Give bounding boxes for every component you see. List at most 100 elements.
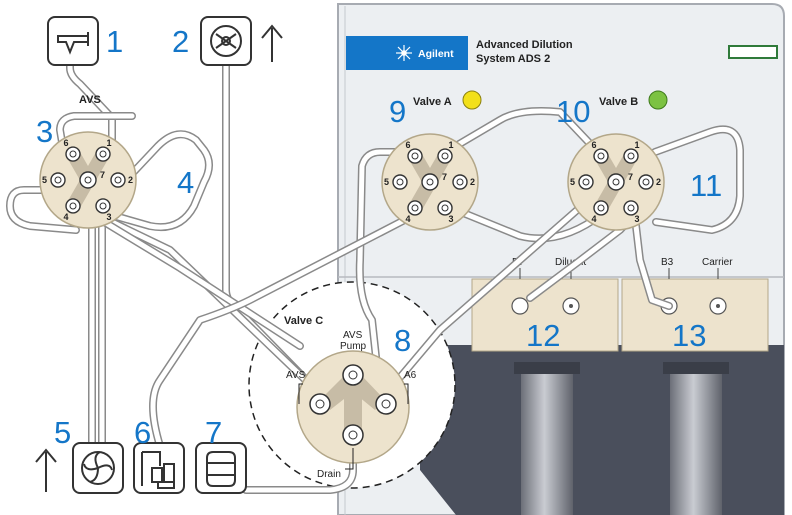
syringe-rod-left bbox=[521, 368, 573, 515]
valve-a-port bbox=[437, 200, 453, 216]
valve-b-port-hole bbox=[627, 204, 635, 212]
avs-valve-port-label: 1 bbox=[107, 138, 112, 148]
avs-valve-port bbox=[95, 146, 111, 162]
avs-valve-port bbox=[79, 171, 97, 189]
valve-b-port bbox=[593, 200, 609, 216]
valve-b-port bbox=[607, 173, 625, 191]
valve-a-port bbox=[392, 174, 408, 190]
avs-valve-port-label: 6 bbox=[64, 138, 69, 148]
tube bbox=[7, 187, 79, 233]
avs-valve-port-hole bbox=[99, 150, 107, 158]
valve-b-port-label: 2 bbox=[656, 177, 661, 187]
valve-b-port-hole bbox=[612, 178, 620, 186]
tube bbox=[357, 149, 410, 397]
container-icon bbox=[195, 442, 247, 494]
callout-10: 10 bbox=[556, 94, 590, 129]
pump-right-label-b3: B3 bbox=[661, 257, 674, 268]
status-indicator bbox=[728, 45, 778, 59]
avs-valve-port-label: 4 bbox=[64, 212, 69, 222]
syringe-rod-right bbox=[670, 368, 722, 515]
valve-a-port-label: 1 bbox=[449, 140, 454, 150]
callout-3: 3 bbox=[36, 114, 53, 149]
avs-valve-port-hole bbox=[99, 202, 107, 210]
tube bbox=[75, 203, 303, 349]
callout-5: 5 bbox=[54, 415, 71, 450]
instrument-title-line1: Advanced Dilution bbox=[476, 39, 573, 51]
valve-b-port-label: 3 bbox=[635, 214, 640, 224]
brand-name: Agilent bbox=[418, 48, 454, 60]
valve-a-port bbox=[452, 174, 468, 190]
valve-b-title: Valve B bbox=[599, 96, 638, 108]
nebulizer-icon bbox=[200, 16, 252, 66]
valve-a-port bbox=[407, 200, 423, 216]
valve-b-port-hole bbox=[627, 152, 635, 160]
callout-11: 11 bbox=[690, 168, 722, 203]
valve-c-label-avs-pump-2: Pump bbox=[340, 341, 367, 352]
instrument-header: Agilent Advanced Dilution System ADS 2 bbox=[346, 36, 778, 70]
valve-b-port bbox=[638, 174, 654, 190]
avs-valve-port-hole bbox=[69, 202, 77, 210]
callout-1: 1 bbox=[106, 24, 123, 59]
avs-valve-port bbox=[110, 172, 126, 188]
valve-a-status-dot bbox=[462, 90, 482, 110]
autosampler-probe-icon bbox=[47, 16, 99, 66]
tube bbox=[57, 113, 135, 157]
tube bbox=[383, 187, 603, 397]
avs-valve-port-hole bbox=[54, 176, 62, 184]
avs-valve-port-hole bbox=[69, 150, 77, 158]
up-arrow-icon bbox=[261, 24, 283, 62]
callout-9: 9 bbox=[389, 94, 406, 129]
valve-b-port bbox=[593, 148, 609, 164]
instrument-title-line2: System ADS 2 bbox=[476, 53, 550, 65]
valve-a-title: Valve A bbox=[413, 96, 452, 108]
valve-a-port-hole bbox=[441, 152, 449, 160]
tube bbox=[385, 108, 599, 189]
rinse-station-icon bbox=[133, 442, 185, 494]
avs-valve-port bbox=[65, 198, 81, 214]
valve-b-port-label: 6 bbox=[592, 140, 597, 150]
valve-b-port-hole bbox=[597, 152, 605, 160]
valve-c-label-a6: A6 bbox=[404, 370, 417, 381]
tube bbox=[652, 126, 743, 233]
avs-valve-port-label: 7 bbox=[100, 170, 105, 180]
callout-8: 8 bbox=[394, 323, 411, 358]
avs-valve-port-label: 3 bbox=[107, 212, 112, 222]
avs-valve-port bbox=[65, 146, 81, 162]
exhaust-fan-icon bbox=[72, 442, 124, 494]
tube bbox=[67, 49, 115, 155]
valve-b-port-hole bbox=[597, 204, 605, 212]
valve-b-port bbox=[578, 174, 594, 190]
valve-a-port-hole bbox=[411, 204, 419, 212]
valve-a-port-label: 3 bbox=[449, 214, 454, 224]
valve-a-port bbox=[421, 173, 439, 191]
valve-b-port-label: 7 bbox=[628, 172, 633, 182]
valve-b-port bbox=[623, 200, 639, 216]
callout-4: 4 bbox=[177, 165, 194, 200]
pump-right-label-carrier: Carrier bbox=[702, 257, 733, 268]
valve-a-port-hole bbox=[441, 204, 449, 212]
valve-b-port-label: 5 bbox=[570, 177, 575, 187]
valve-b-port bbox=[623, 148, 639, 164]
callout-12: 12 bbox=[526, 318, 560, 353]
valve-a-port-label: 5 bbox=[384, 177, 389, 187]
callout-6: 6 bbox=[134, 415, 151, 450]
avs-valve-port-label: 2 bbox=[128, 175, 133, 185]
valve-b-port-label: 1 bbox=[635, 140, 640, 150]
avs-valve-port-hole bbox=[114, 176, 122, 184]
valve-c-title: Valve C bbox=[284, 315, 323, 327]
valve-a-port-label: 4 bbox=[406, 214, 411, 224]
valve-b-status-dot bbox=[648, 90, 668, 110]
valve-a-port-hole bbox=[426, 178, 434, 186]
avs-valve-port bbox=[95, 198, 111, 214]
valve-a-port-label: 2 bbox=[470, 177, 475, 187]
valve-c-label-avs-pump-1: AVS bbox=[343, 330, 363, 341]
tube bbox=[105, 131, 212, 230]
valve-a-port-hole bbox=[411, 152, 419, 160]
avs-valve-port-hole bbox=[84, 176, 92, 184]
avs-valve-port bbox=[50, 172, 66, 188]
valve-c: Valve C AVS Pump AVS A6 Drain bbox=[284, 315, 417, 480]
